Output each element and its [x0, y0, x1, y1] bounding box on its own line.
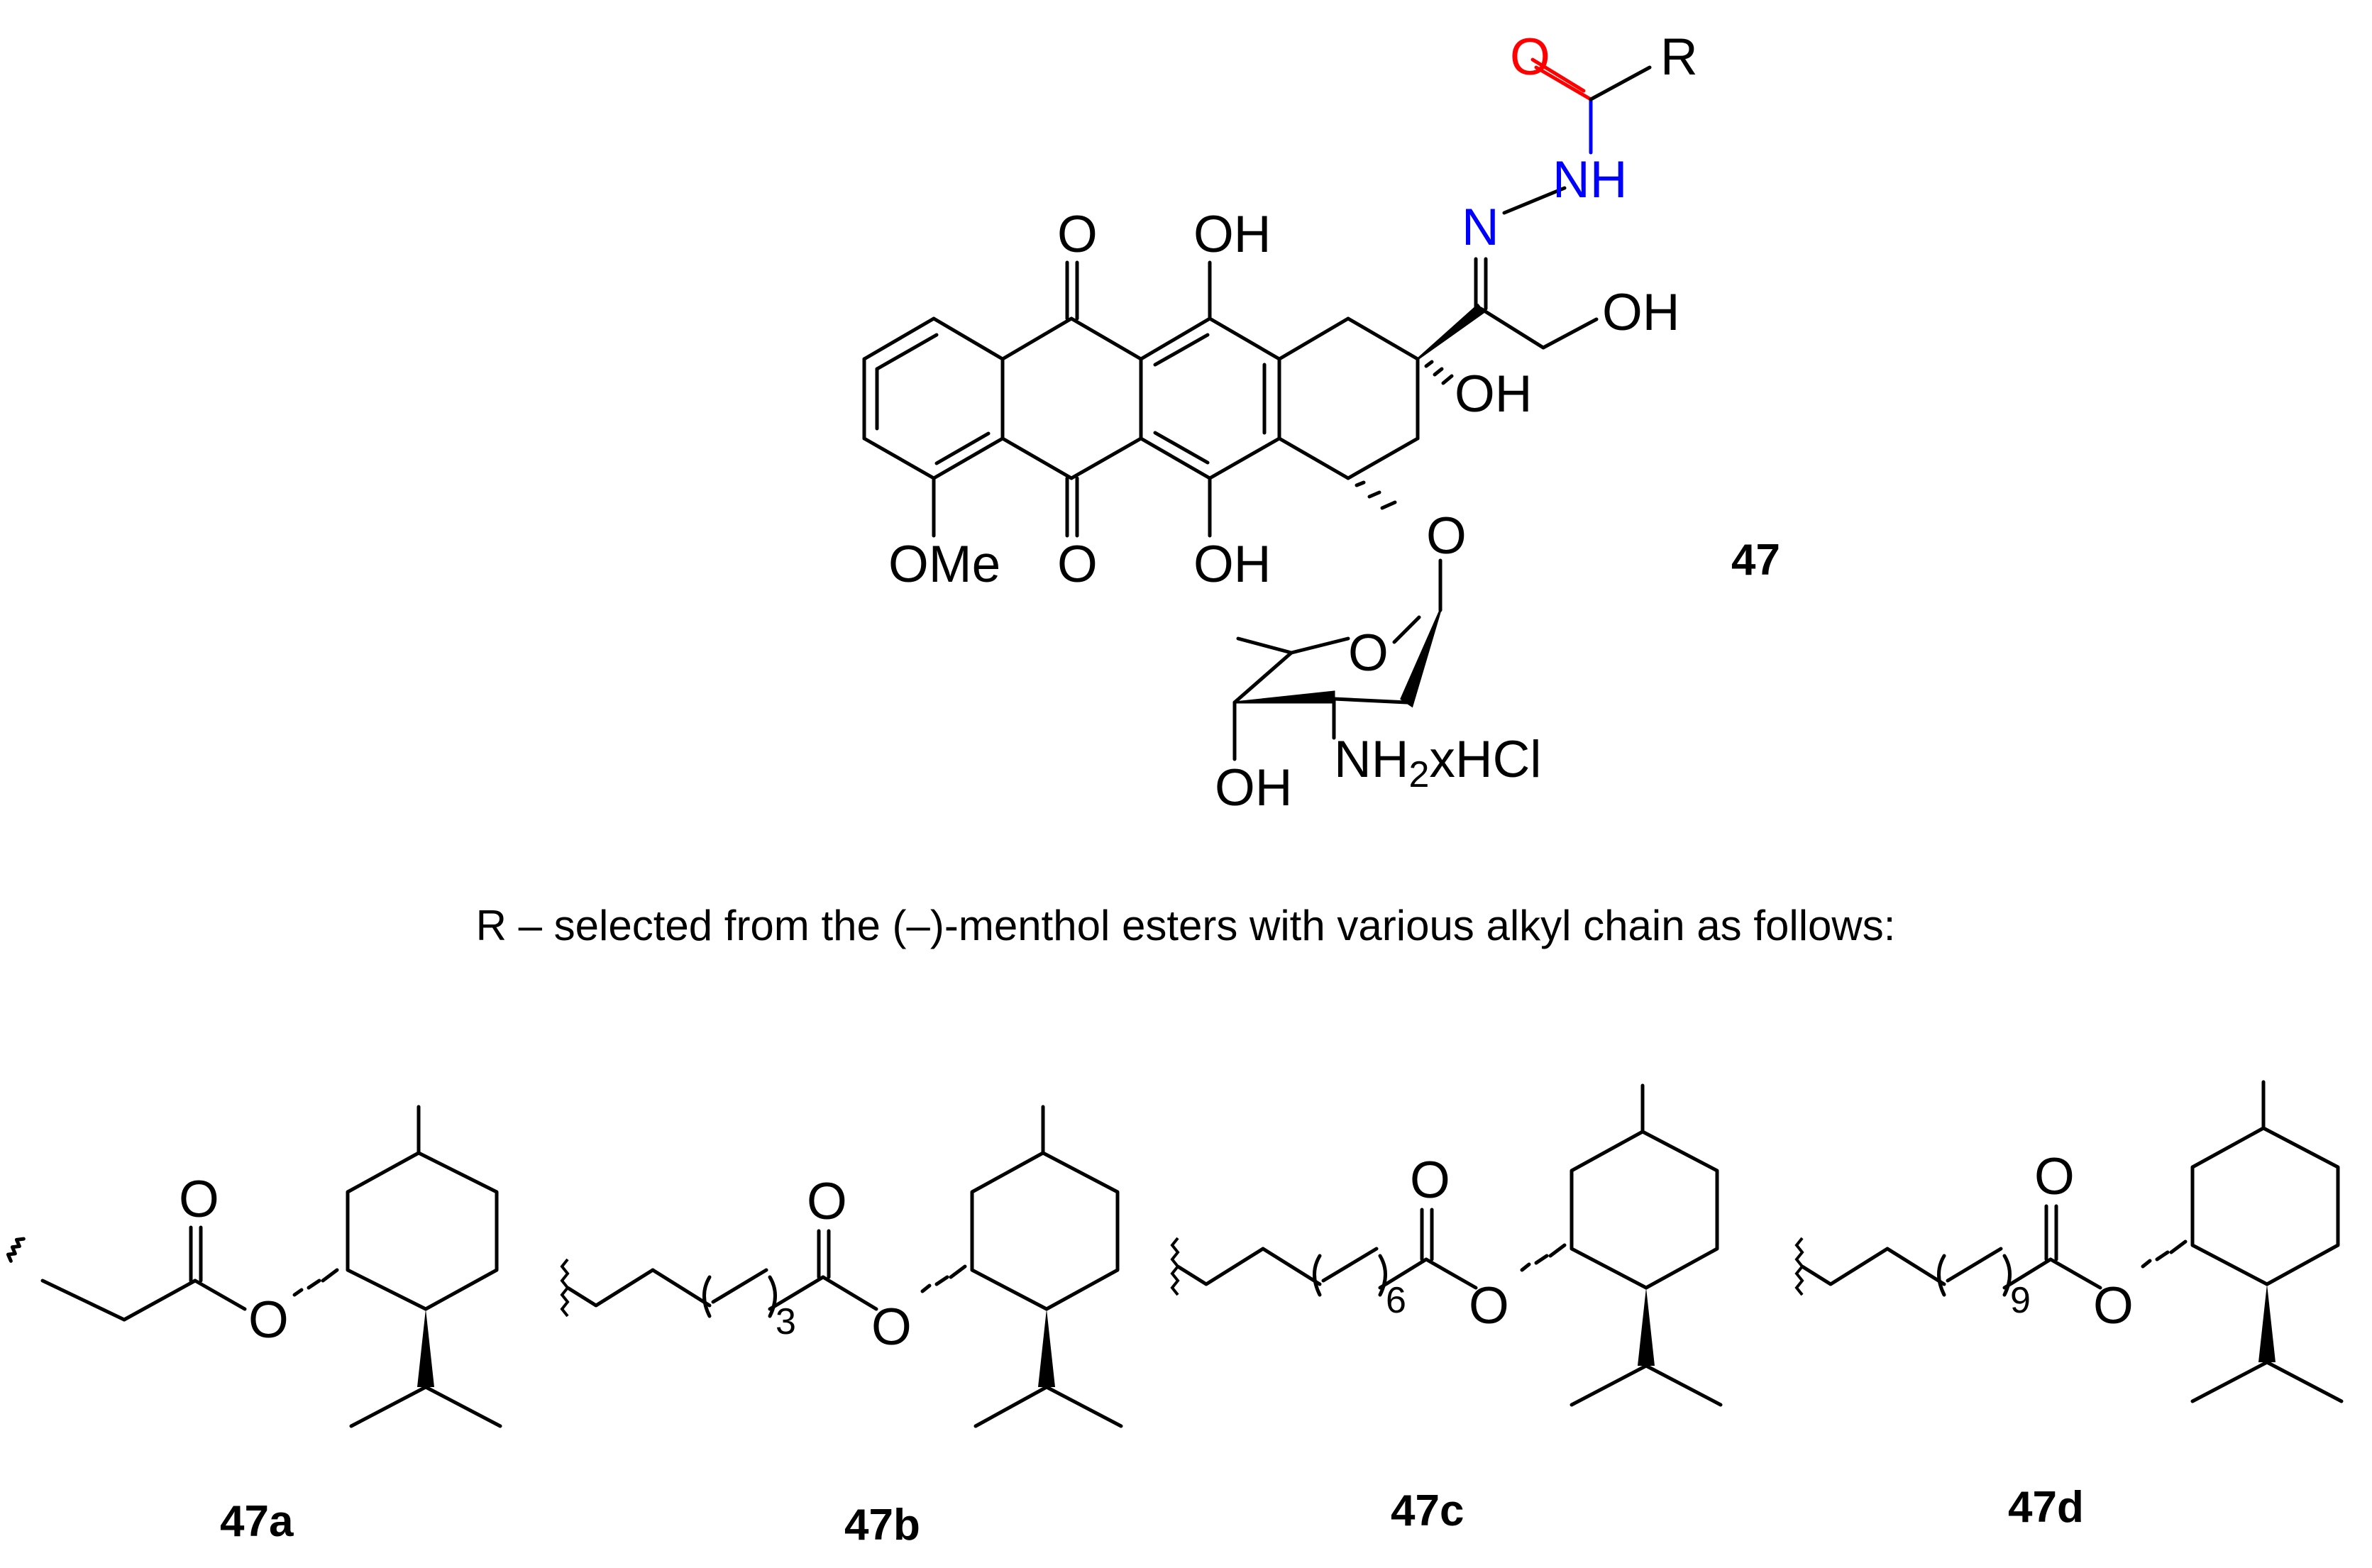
r-group-label: R — [1660, 28, 1698, 86]
variant-47a-structure — [6, 1105, 502, 1428]
chain-start-bond-3 — [1176, 1264, 1208, 1286]
variant-47d-label: 47d — [2008, 1483, 2084, 1532]
side-chain-hydroxyl-label: OH — [1602, 284, 1680, 341]
variant-47a-carbonyl-o: O — [179, 1171, 219, 1228]
variant-47b-ester-o: O — [871, 1298, 912, 1356]
methoxy-label: OMe — [888, 536, 1000, 593]
variant-47d-structure — [1828, 1080, 2344, 1403]
quinone-oxygen-bottom-label: O — [1057, 536, 1098, 593]
wavy-attachment-bond-2 — [560, 1258, 570, 1318]
wavy-attachment-bond-4 — [1794, 1237, 1804, 1296]
amine-salt-label: NH2xHCl — [1334, 731, 1542, 795]
variant-47a-label: 47a — [220, 1497, 294, 1546]
wavy-attachment-bond-3 — [1170, 1237, 1180, 1296]
hydrazone-n-label: N — [1462, 199, 1499, 256]
variant-47d-chain-index: 9 — [2010, 1280, 2031, 1321]
variant-47d-carbonyl-o: O — [2034, 1148, 2075, 1205]
sugar-hydroxyl-label: OH — [1215, 759, 1293, 817]
variant-47c-chain-index: 6 — [1386, 1280, 1406, 1321]
variant-47b-carbonyl-o: O — [807, 1173, 847, 1230]
r-group-caption: R – selected from the (–)-menthol esters… — [476, 902, 1896, 949]
variant-47c-label: 47c — [1391, 1486, 1464, 1535]
hydroxyl-top-label: OH — [1193, 206, 1271, 263]
variant-47c-structure — [1204, 1083, 1723, 1407]
variant-47b-chain-index: 3 — [776, 1301, 796, 1342]
glycosidic-oxygen-label: O — [1426, 507, 1467, 565]
variant-47b-label: 47b — [844, 1501, 920, 1550]
hydrazide-nh-label: NH — [1552, 151, 1627, 209]
compound-47-label: 47 — [1731, 536, 1780, 585]
variant-47c-ester-o: O — [1469, 1277, 1509, 1335]
hydroxyl-bottom-label: OH — [1193, 536, 1271, 593]
variant-47a-ester-o: O — [248, 1291, 289, 1349]
quinone-oxygen-top-label: O — [1057, 206, 1098, 263]
c9-hydroxyl-label: OH — [1455, 365, 1533, 423]
carbonyl-oxygen-label: O — [1510, 28, 1550, 86]
chain-start-bond-4 — [1801, 1264, 1832, 1286]
variant-47c-carbonyl-o: O — [1410, 1152, 1450, 1209]
sugar-ring-oxygen-label: O — [1348, 624, 1389, 682]
compound-47-structure — [862, 57, 1652, 761]
variant-47d-ester-o: O — [2093, 1277, 2134, 1335]
chain-start-bond-2 — [566, 1286, 597, 1308]
variant-47b-structure — [594, 1105, 1123, 1428]
